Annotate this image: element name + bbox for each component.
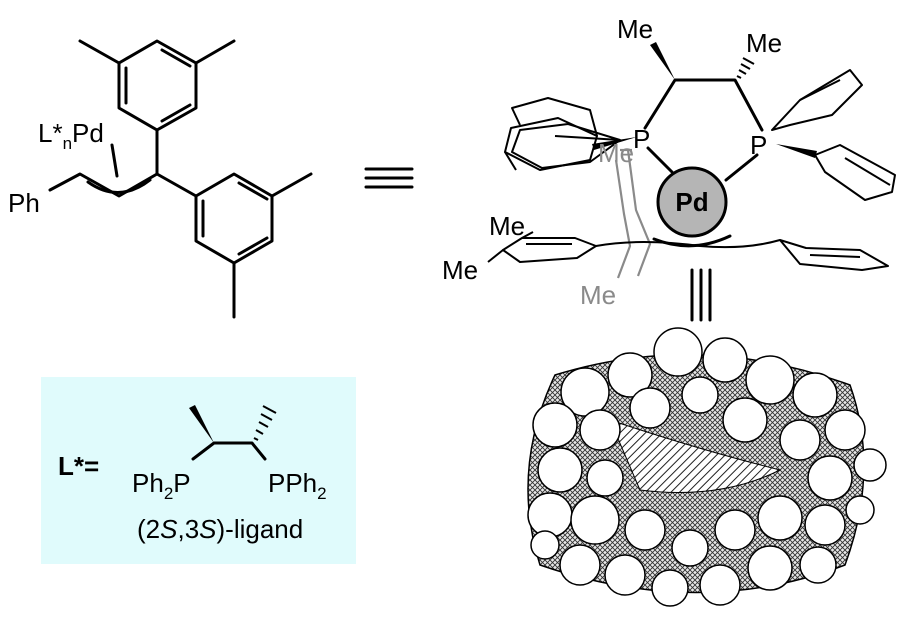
ligand-caption: (2S,3S)-ligand <box>137 514 303 544</box>
wedge-p-right <box>776 144 817 158</box>
ligand-wedge <box>189 405 214 443</box>
phenyl-front-right <box>779 239 889 271</box>
triple-bar-symbol <box>690 268 712 322</box>
wedge-p-left <box>592 137 637 150</box>
allyl-swoop <box>595 234 781 249</box>
phenyl-label: Ph <box>8 188 40 218</box>
me-label-2: Me <box>746 28 782 58</box>
me-label-4: Me <box>442 255 478 285</box>
me-label-grey-top: Me <box>598 138 634 168</box>
eta3-arc <box>86 178 152 194</box>
phenyl-front-left <box>511 123 621 169</box>
pph2-label: PPh2 <box>268 468 327 503</box>
ligand-lhs-label: L*= <box>58 451 99 481</box>
ligand-hash <box>253 405 277 441</box>
hash-right-me <box>736 57 755 79</box>
pd-sphere: Pd <box>656 166 728 238</box>
grey-aryl-ring <box>614 148 652 279</box>
bond-p-left-pd <box>646 146 674 174</box>
pd-complex-3d: Pd Me Me P P Me Me Me Me <box>442 14 896 310</box>
space-filling-model <box>527 327 887 607</box>
me-label-grey-bottom: Me <box>580 280 616 310</box>
xylyl-front-left <box>487 231 597 263</box>
ph2p-label: Ph2P <box>132 468 191 503</box>
me-label-3: Me <box>489 211 525 241</box>
ligand-definition-box: L*= Ph2P PPh2 (2S,3S)-ligand <box>41 377 356 564</box>
p-label-right: P <box>750 130 767 160</box>
phenyl-back-left <box>504 97 598 171</box>
top-xylyl-ring <box>78 39 236 132</box>
catalyst-label: L*nPd <box>38 118 104 153</box>
ligand-backbone <box>643 78 764 132</box>
allyl-pd-structure: L*nPd Ph <box>8 39 313 319</box>
bond-allyl-to-ring <box>155 172 198 198</box>
me-label-1: Me <box>617 14 653 44</box>
allyl-chain <box>48 172 159 198</box>
bond-p-right-pd <box>724 153 759 182</box>
pd-label: Pd <box>675 187 708 217</box>
pd-allyl-bond <box>110 143 119 178</box>
phenyl-right-upper <box>771 69 863 131</box>
wedge-left-me <box>650 42 675 80</box>
ligand-skeleton <box>191 441 267 461</box>
right-xylyl-ring <box>194 172 313 319</box>
p-label-left: P <box>633 124 650 154</box>
equivalence-sign <box>364 167 414 189</box>
phenyl-right-lower <box>814 144 896 201</box>
